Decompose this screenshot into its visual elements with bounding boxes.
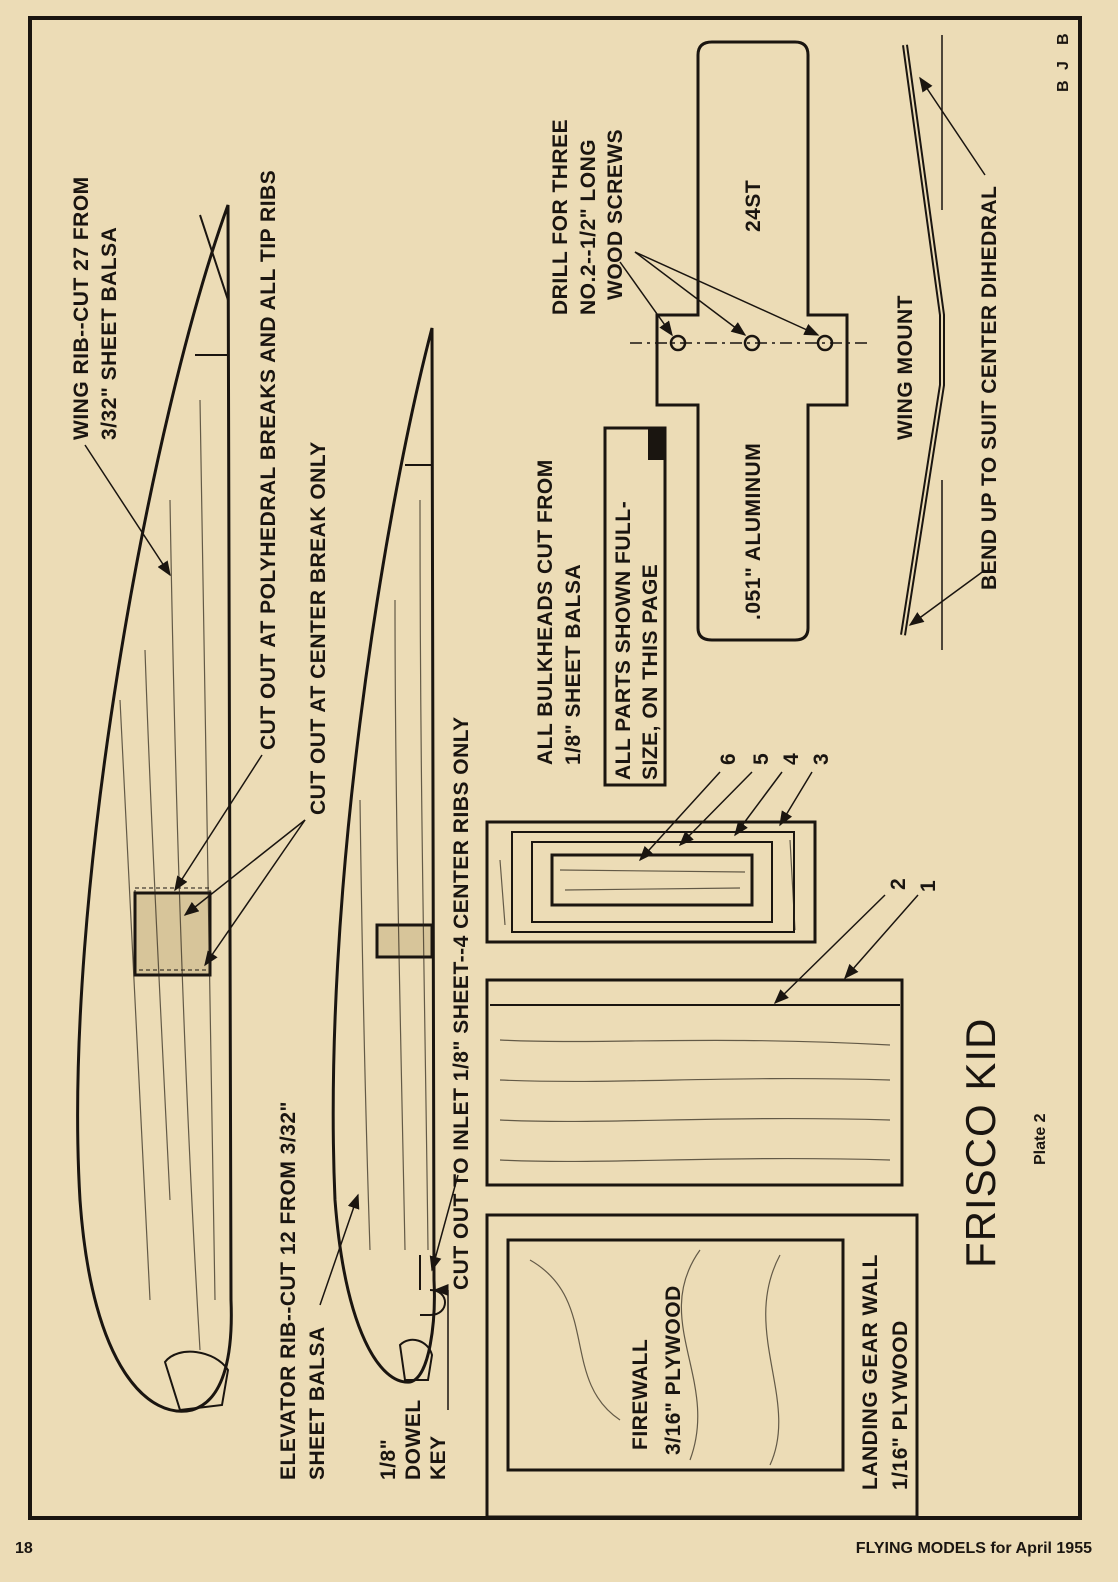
initials: B J B xyxy=(1055,33,1072,92)
page-number: 18 xyxy=(15,1540,33,1557)
bulkheads-label-2: 1/8" SHEET BALSA xyxy=(562,564,585,765)
alloy-label: 24ST xyxy=(742,180,765,232)
bulkhead-number-6: 6 xyxy=(717,753,740,765)
firewall-drawing: FIREWALL 3/16" PLYWOOD LANDING GEAR WALL… xyxy=(485,1213,919,1519)
aluminum-label: .051" ALUMINUM xyxy=(742,443,765,620)
wing-mount-drawing: DRILL FOR THREE NO.2--1/2" LONG WOOD SCR… xyxy=(549,35,1001,650)
initial-b2: B xyxy=(1055,80,1072,92)
elevator-rib-label-2: SHEET BALSA xyxy=(306,1326,329,1480)
bulkhead-number-5: 5 xyxy=(750,753,773,765)
drill-note-3: WOOD SCREWS xyxy=(604,129,627,300)
initial-b1: B xyxy=(1055,33,1072,45)
cutout-center-label: CUT OUT AT CENTER BREAK ONLY xyxy=(307,441,330,815)
bulkheads-drawing: ALL BULKHEADS CUT FROM 1/8" SHEET BALSA … xyxy=(485,426,940,1187)
wing-rib-label-2: 3/32" SHEET BALSA xyxy=(98,227,121,440)
dowel-label-2: DOWEL xyxy=(402,1399,425,1480)
bulkheads-label-1: ALL BULKHEADS CUT FROM xyxy=(534,459,557,765)
dowel-label-3: KEY xyxy=(427,1435,450,1480)
bulkhead-number-3: 3 xyxy=(810,753,833,765)
elevator-rib-label-1: ELEVATOR RIB--CUT 12 FROM 3/32" xyxy=(277,1101,300,1480)
full-size-note-1: ALL PARTS SHOWN FULL- xyxy=(612,501,635,780)
drill-note-2: NO.2--1/2" LONG xyxy=(577,139,600,315)
firewall-label-2: 3/16" PLYWOOD xyxy=(662,1285,685,1455)
bulkhead-number-4: 4 xyxy=(780,753,803,765)
bulkhead-number-1: 1 xyxy=(917,880,940,892)
inlet-label: CUT OUT TO INLET 1/8" SHEET--4 CENTER RI… xyxy=(450,716,473,1290)
drill-note-1: DRILL FOR THREE xyxy=(549,119,572,315)
plan-title: FRISCO KID xyxy=(957,1018,1004,1268)
full-size-note-2: SIZE, ON THIS PAGE xyxy=(639,564,662,780)
cutout-polyhedral-label: CUT OUT AT POLYHEDRAL BREAKS AND ALL TIP… xyxy=(257,170,280,750)
landing-gear-wall-label-2: 1/16" PLYWOOD xyxy=(889,1320,912,1490)
bend-note: BEND UP TO SUIT CENTER DIHEDRAL xyxy=(978,186,1001,590)
wing-rib-label-1: WING RIB--CUT 27 FROM xyxy=(70,176,93,440)
bulkhead-number-2: 2 xyxy=(887,878,910,890)
wing-mount-label: WING MOUNT xyxy=(894,295,917,440)
dowel-label-1: 1/8" xyxy=(377,1439,400,1480)
elevator-rib-drawing: CUT OUT TO INLET 1/8" SHEET--4 CENTER RI… xyxy=(277,327,473,1480)
footer-publication: FLYING MODELS for April 1955 xyxy=(856,1540,1092,1557)
wing-rib-drawing: WING RIB--CUT 27 FROM 3/32" SHEET BALSA … xyxy=(70,170,330,1413)
landing-gear-wall-label-1: LANDING GEAR WALL xyxy=(859,1254,882,1490)
firewall-label-1: FIREWALL xyxy=(629,1339,652,1450)
initial-j: J xyxy=(1055,61,1072,70)
plate-label: Plate 2 xyxy=(1032,1113,1049,1165)
